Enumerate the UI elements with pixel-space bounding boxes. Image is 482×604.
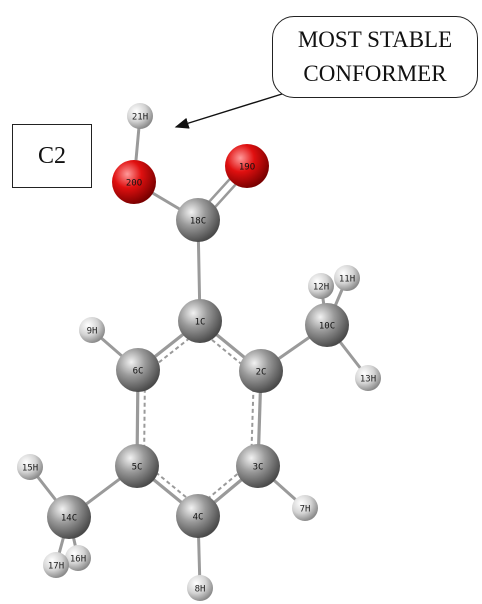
atom-label-21H: 21H bbox=[132, 113, 148, 123]
atom-18C: 18C bbox=[176, 198, 220, 242]
callout-line-1: MOST STABLE bbox=[297, 27, 453, 52]
atom-sphere-6C bbox=[116, 348, 160, 392]
callout-arrow bbox=[174, 93, 283, 129]
atom-label-19O: 19O bbox=[239, 163, 255, 173]
atom-sphere-2C bbox=[239, 349, 283, 393]
atom-sphere-5C bbox=[115, 444, 159, 488]
atom-sphere-21H bbox=[127, 103, 153, 129]
atom-sphere-13H bbox=[355, 365, 381, 391]
bond-1C-2C-partial bbox=[205, 334, 247, 369]
atom-7H: 7H bbox=[292, 495, 318, 521]
bond-2C-3C-partial bbox=[250, 387, 255, 449]
bond-5C-6C-partial bbox=[143, 387, 146, 449]
bond-3C-4C-partial bbox=[203, 468, 244, 503]
atom-sphere-4C bbox=[176, 494, 220, 538]
molecule-label-box: C2 bbox=[12, 124, 92, 188]
atom-label-18C: 18C bbox=[190, 217, 206, 227]
atom-5C: 5C bbox=[115, 444, 159, 488]
atom-15H: 15H bbox=[17, 454, 43, 480]
atom-sphere-7H bbox=[292, 495, 318, 521]
atom-sphere-15H bbox=[17, 454, 43, 480]
atom-sphere-19O bbox=[225, 144, 269, 188]
atom-label-10C: 10C bbox=[319, 322, 335, 332]
bond-6C-1C-partial bbox=[152, 334, 194, 368]
callout-box: MOST STABLE CONFORMER bbox=[272, 16, 478, 98]
atom-sphere-12H bbox=[308, 273, 334, 299]
atom-14C: 14C bbox=[47, 495, 91, 539]
bond-4C-5C-partial bbox=[151, 468, 193, 503]
atom-1C: 1C bbox=[178, 299, 222, 343]
atom-label-3C: 3C bbox=[253, 463, 264, 473]
atom-label-4C: 4C bbox=[193, 513, 204, 523]
atom-label-20O: 20O bbox=[126, 179, 142, 189]
atom-label-11H: 11H bbox=[339, 275, 355, 285]
atom-sphere-16H bbox=[65, 545, 91, 571]
atom-sphere-14C bbox=[47, 495, 91, 539]
atom-label-2C: 2C bbox=[256, 368, 267, 378]
atom-20O: 20O bbox=[112, 160, 156, 204]
atom-sphere-3C bbox=[236, 444, 280, 488]
atom-8H: 8H bbox=[187, 575, 213, 601]
callout-line-2: CONFORMER bbox=[303, 61, 447, 86]
atom-sphere-11H bbox=[334, 265, 360, 291]
molecule-label: C2 bbox=[37, 142, 66, 169]
atom-label-12H: 12H bbox=[313, 283, 329, 293]
atom-label-8H: 8H bbox=[195, 585, 206, 595]
atom-label-13H: 13H bbox=[360, 375, 376, 385]
atom-4C: 4C bbox=[176, 494, 220, 538]
atom-label-5C: 5C bbox=[132, 463, 143, 473]
atom-label-9H: 9H bbox=[87, 327, 98, 337]
atom-sphere-18C bbox=[176, 198, 220, 242]
atom-sphere-17H bbox=[43, 552, 69, 578]
atom-label-1C: 1C bbox=[195, 318, 206, 328]
atom-label-7H: 7H bbox=[300, 505, 311, 515]
atom-21H: 21H bbox=[127, 103, 153, 129]
atom-17H: 17H bbox=[43, 552, 69, 578]
atom-sphere-8H bbox=[187, 575, 213, 601]
atom-sphere-1C bbox=[178, 299, 222, 343]
atom-sphere-10C bbox=[305, 303, 349, 347]
atom-6C: 6C bbox=[116, 348, 160, 392]
atom-label-14C: 14C bbox=[61, 514, 77, 524]
atom-label-6C: 6C bbox=[133, 367, 144, 377]
atom-19O: 19O bbox=[225, 144, 269, 188]
atom-label-16H: 16H bbox=[70, 555, 86, 565]
atom-3C: 3C bbox=[236, 444, 280, 488]
atom-sphere-20O bbox=[112, 160, 156, 204]
atom-2C: 2C bbox=[239, 349, 283, 393]
atom-11H: 11H bbox=[334, 265, 360, 291]
atom-16H: 16H bbox=[65, 545, 91, 571]
atom-sphere-9H bbox=[79, 317, 105, 343]
atom-label-17H: 17H bbox=[48, 562, 64, 572]
atom-9H: 9H bbox=[79, 317, 105, 343]
atom-label-15H: 15H bbox=[22, 464, 38, 474]
atom-10C: 10C bbox=[305, 303, 349, 347]
atom-13H: 13H bbox=[355, 365, 381, 391]
atom-12H: 12H bbox=[308, 273, 334, 299]
